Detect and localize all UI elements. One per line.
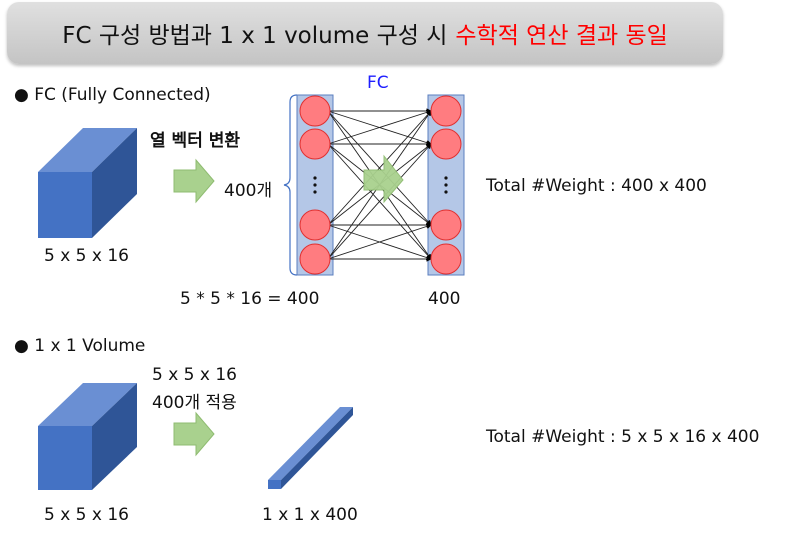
fc-arrow-label: 열 벡터 변환 (150, 131, 241, 151)
volume-heading: ● 1 x 1 Volume (14, 336, 146, 356)
connections (327, 108, 432, 262)
neurons (299, 95, 462, 275)
volume-output-size: 1 x 1 x 400 (262, 505, 358, 525)
arrow-right-icon (173, 158, 215, 204)
neuron (299, 128, 331, 160)
output-volume-bar (268, 407, 353, 489)
title-highlight: 수학적 연산 결과 동일 (455, 23, 668, 49)
neuron (299, 209, 331, 241)
brace (283, 94, 298, 276)
neuron (299, 95, 331, 127)
fc-heading: ● FC (Fully Connected) (14, 85, 211, 105)
arrow-right-icon (173, 411, 215, 457)
input-cube-fc (38, 128, 137, 238)
neuron-count: 400개 (224, 181, 273, 201)
input-cube-volume (38, 383, 137, 490)
arrow-right-icon (363, 154, 404, 204)
connection-line (327, 110, 432, 226)
neuron (430, 243, 462, 275)
neuron (299, 243, 331, 275)
volume-arrow-label-2: 400개 적용 (152, 393, 237, 413)
connection-line (327, 109, 432, 145)
connection-line (327, 143, 432, 260)
ellipsis-icon (313, 176, 448, 194)
fc-total-weight: Total #Weight : 400 x 400 (486, 176, 707, 196)
connection-line (327, 223, 432, 260)
title-text: FC 구성 방법과 1 x 1 volume 구성 시 (62, 23, 448, 49)
title-banner: FC 구성 방법과 1 x 1 volume 구성 시 수학적 연산 결과 동일 (7, 2, 723, 64)
fc-input-size: 5 x 5 x 16 (44, 246, 129, 266)
volume-total-weight: Total #Weight : 5 x 5 x 16 x 400 (486, 427, 760, 447)
neuron (430, 128, 462, 160)
volume-input-size: 5 x 5 x 16 (44, 505, 129, 525)
neuron (430, 209, 462, 241)
fc-label: FC (367, 73, 389, 93)
neuron (430, 95, 462, 127)
output-count: 400 (428, 289, 461, 309)
equation: 5 * 5 * 16 = 400 (180, 289, 320, 309)
volume-arrow-label-1: 5 x 5 x 16 (152, 365, 237, 385)
